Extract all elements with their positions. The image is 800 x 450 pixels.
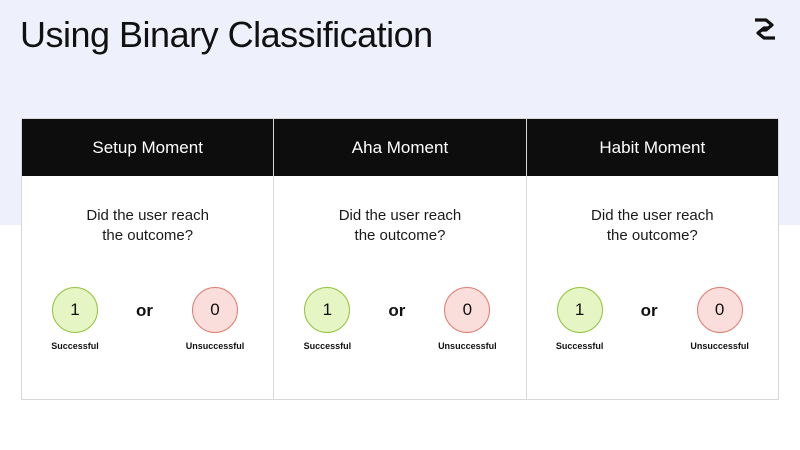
question-line: the outcome?	[606, 227, 698, 244]
choices: 1 Successful or 0 Unsuccessful	[274, 287, 525, 357]
success-choice: 1 Successful	[540, 287, 620, 351]
fail-choice: 0 Unsuccessful	[427, 287, 507, 351]
success-label: Successful	[555, 341, 604, 351]
or-text: or	[388, 301, 406, 320]
fail-choice: 0 Unsuccessful	[680, 287, 760, 351]
or-text: or	[640, 301, 658, 320]
success-circle: 1	[304, 287, 351, 333]
success-label: Successful	[303, 341, 352, 351]
question-line: the outcome?	[102, 227, 194, 244]
question-line: Did the user reach	[338, 207, 462, 224]
fail-circle: 0	[696, 287, 743, 333]
question-line: Did the user reach	[86, 207, 209, 224]
brand-logo-icon	[755, 18, 775, 40]
card-question: Did the user reach the outcome?	[527, 206, 778, 246]
moments-cards: Setup Moment Did the user reach the outc…	[21, 118, 779, 400]
fail-label: Unsuccessful	[185, 341, 245, 351]
card-header: Aha Moment	[274, 119, 526, 176]
choices: 1 Successful or 0 Unsuccessful	[22, 287, 273, 357]
card-header: Habit Moment	[526, 119, 778, 176]
card-header: Setup Moment	[22, 119, 274, 176]
card-habit-moment: Habit Moment Did the user reach the outc…	[525, 118, 779, 400]
fail-choice: 0 Unsuccessful	[175, 287, 255, 351]
card-question: Did the user reach the outcome?	[22, 206, 273, 246]
question-line: the outcome?	[354, 227, 446, 244]
choices: 1 Successful or 0 Unsuccessful	[527, 287, 778, 357]
success-circle: 1	[556, 287, 603, 333]
success-choice: 1 Successful	[35, 287, 115, 351]
or-text: or	[136, 301, 153, 320]
fail-circle: 0	[192, 287, 238, 333]
card-question: Did the user reach the outcome?	[274, 206, 525, 246]
success-label: Successful	[51, 341, 99, 351]
card-aha-moment: Aha Moment Did the user reach the outcom…	[273, 118, 527, 400]
question-line: Did the user reach	[591, 207, 714, 224]
fail-label: Unsuccessful	[438, 341, 497, 351]
card-setup-moment: Setup Moment Did the user reach the outc…	[21, 118, 275, 400]
fail-label: Unsuccessful	[690, 341, 749, 351]
success-choice: 1 Successful	[287, 287, 367, 351]
fail-circle: 0	[444, 287, 491, 333]
success-circle: 1	[52, 287, 98, 333]
page-title: Using Binary Classification	[20, 14, 433, 55]
